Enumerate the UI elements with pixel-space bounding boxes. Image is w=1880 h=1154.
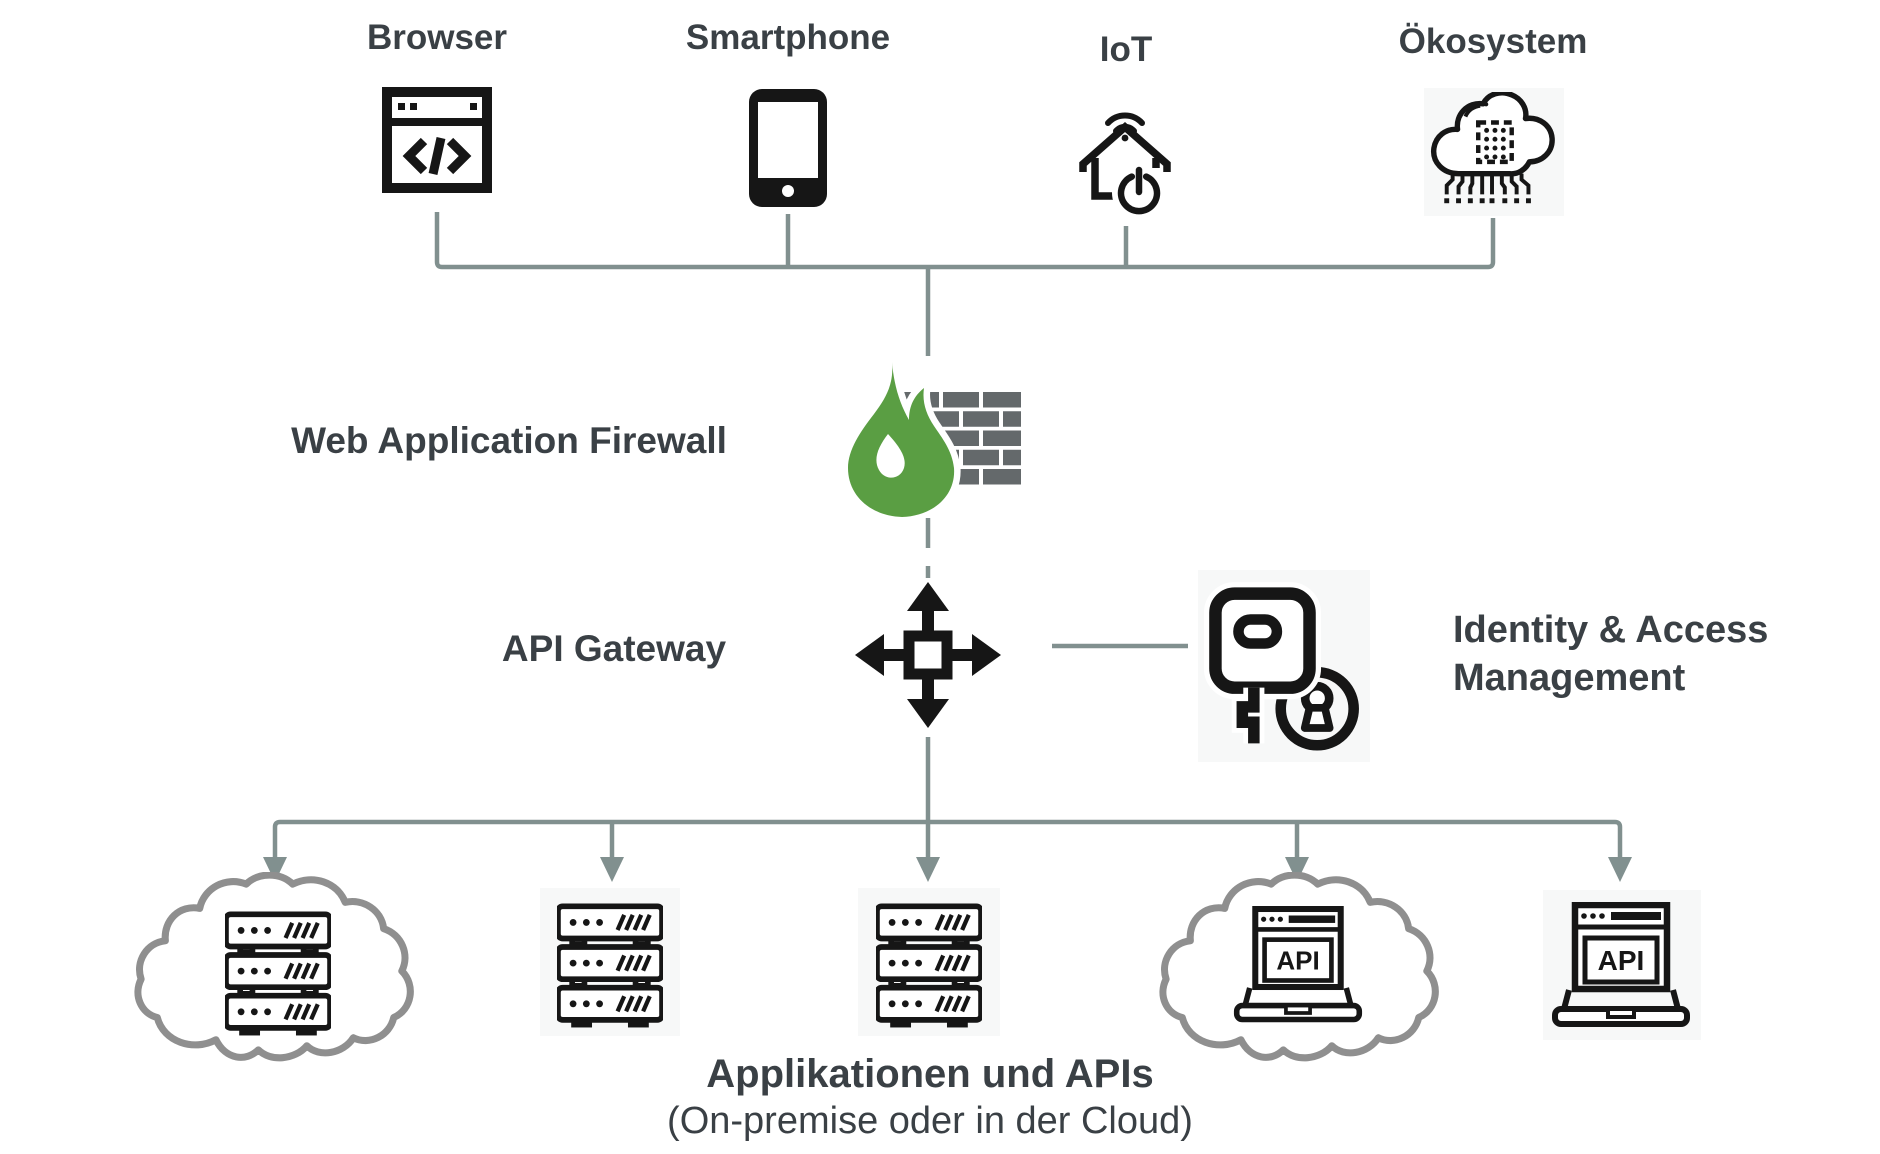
arrowheads — [263, 857, 1632, 882]
iam-label: Identity & Access Management — [1453, 606, 1768, 702]
cloud-api-laptop-icon: API — [1233, 906, 1363, 1029]
cross-arrows-icon — [853, 580, 1003, 730]
cloud-server-stack-icon — [225, 910, 331, 1036]
api-badge-text: API — [1598, 945, 1645, 976]
key-lock-icon — [1202, 574, 1370, 762]
caption-subtitle: (On-premise oder in der Cloud) — [667, 1100, 1193, 1142]
client-label-smartphone: Smartphone — [685, 18, 891, 57]
waf-label: Web Application Firewall — [291, 420, 727, 461]
iam-label-line2: Management — [1453, 657, 1686, 699]
client-label-oekosystem: Ökosystem — [1398, 22, 1588, 61]
smart-home-icon — [1078, 98, 1174, 220]
client-label-browser: Browser — [366, 18, 508, 57]
api-badge-text: API — [1276, 945, 1319, 975]
cloud-chip-network-icon — [1429, 92, 1557, 214]
server-stack-icon — [557, 902, 663, 1028]
flame-icon — [838, 362, 968, 518]
browser-window-code-icon — [381, 86, 493, 194]
client-label-iot: IoT — [1099, 30, 1153, 69]
iam-label-line1: Identity & Access — [1453, 609, 1769, 651]
api-laptop-icon: API — [1551, 902, 1691, 1034]
server-stack-icon — [876, 902, 982, 1028]
caption-title: Applikationen und APIs — [706, 1052, 1154, 1096]
smartphone-icon — [748, 88, 828, 208]
api-gateway-label: API Gateway — [501, 628, 727, 669]
